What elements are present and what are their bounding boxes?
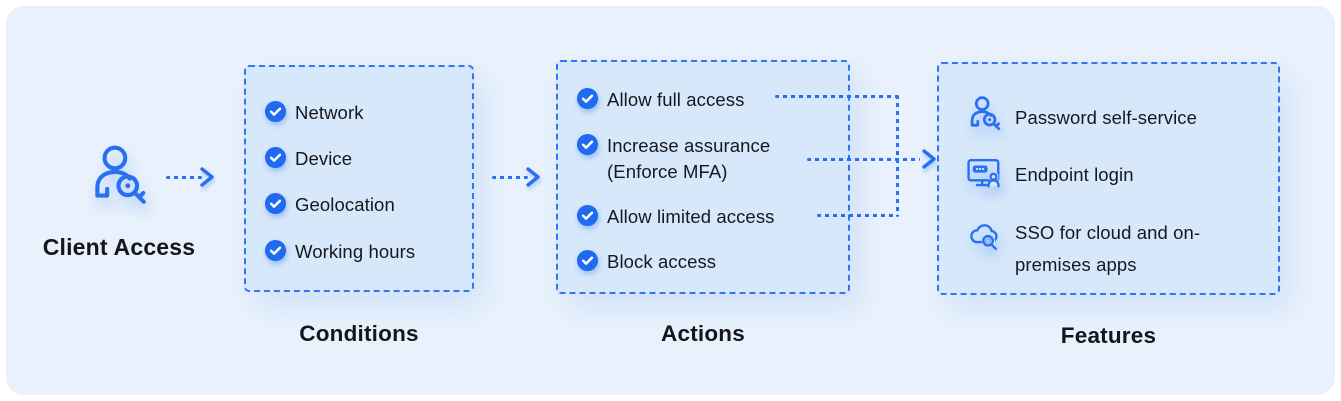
arrow-client-to-conditions [166,176,202,179]
sso-cloud-icon: @ [970,224,998,251]
condition-label: Network [295,102,364,123]
check-badge-icon [576,249,599,272]
condition-label: Geolocation [295,194,395,215]
feature-label: SSO for cloud and on-premises apps [1015,222,1201,275]
check-badge-icon [576,87,599,110]
svg-text:@: @ [984,237,991,245]
actions-box: Allow full access Increase assurance (En… [556,60,850,294]
check-badge-icon [264,239,287,262]
arrow-conditions-to-actions [492,176,528,179]
conditions-title: Conditions [299,321,419,346]
arrowhead-icon [921,148,937,170]
connector-allow-limited-access [817,214,898,217]
arrowhead-icon [199,166,215,188]
connector-allow-full-access [775,95,898,98]
action-label: Block access [607,251,717,272]
action-label: Allow full access [607,89,745,110]
condition-label: Working hours [295,241,416,262]
check-badge-icon [576,133,599,156]
password-self-service-icon [970,96,1001,131]
features-title: Features [1060,323,1157,348]
feature-label: Password self-service [1015,107,1198,128]
action-label: Allow limited access [607,206,775,227]
endpoint-login-icon [967,158,1000,188]
condition-item: Working hours [264,239,415,264]
user-search-key-icon [95,145,146,204]
action-item: Allow full access [576,87,744,112]
arrowhead-icon [525,166,541,188]
conditions-box: Network Device Geolocation Working hours [244,65,474,292]
condition-item: Geolocation [264,192,395,217]
action-label: Increase assurance (Enforce MFA) [607,135,771,182]
features-box: Password self-service Endpoint login @ S… [937,62,1280,295]
connector-to-features [807,158,920,161]
check-badge-icon [264,146,287,169]
action-item: Increase assurance (Enforce MFA) [576,133,821,185]
condition-label: Device [295,148,353,169]
connector-vertical-merge [896,95,899,217]
feature-label: Endpoint login [1015,164,1134,185]
check-badge-icon [264,100,287,123]
check-badge-icon [264,192,287,215]
action-item: Allow limited access [576,204,775,229]
condition-item: Device [264,146,352,171]
condition-item: Network [264,100,364,125]
client-access-label: Client Access [42,234,196,260]
action-item: Block access [576,249,716,274]
check-badge-icon [576,204,599,227]
actions-title: Actions [661,321,745,346]
